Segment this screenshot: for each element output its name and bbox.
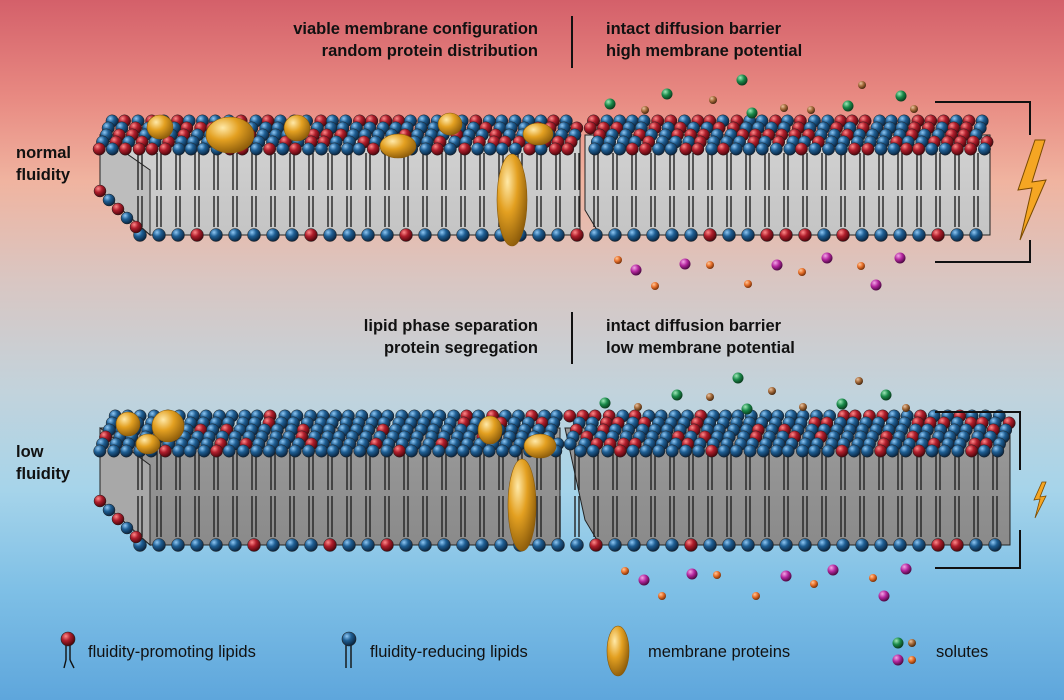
low-right-caption: intact diffusion barrier low membrane po…: [606, 315, 795, 359]
normal-membrane-slab: [92, 112, 994, 247]
normal-right-line2: high membrane potential: [606, 42, 803, 60]
normal-left-line2: random protein distribution: [321, 42, 538, 60]
caption-divider-top: [571, 16, 573, 68]
solute-particles: [599, 74, 918, 602]
membrane-potential-bracket-low: [935, 411, 1021, 569]
legend-promoting-lipid-icon: [60, 631, 76, 669]
legend-reducing-label: fluidity-reducing lipids: [370, 643, 528, 661]
lightning-icon-small: [1033, 481, 1047, 519]
legend-protein-icon: [606, 625, 630, 677]
normal-left-line1: viable membrane configuration: [293, 20, 538, 38]
legend-solutes-label: solutes: [936, 643, 989, 661]
low-right-line2: low membrane potential: [606, 339, 795, 357]
legend-promoting-label: fluidity-promoting lipids: [88, 643, 256, 661]
normal-right-caption: intact diffusion barrier high membrane p…: [606, 18, 802, 62]
low-label-line2: fluidity: [16, 465, 71, 483]
low-left-line2: protein segregation: [383, 339, 538, 357]
normal-label-line1: normal: [16, 144, 72, 162]
low-left-line1: lipid phase separation: [363, 317, 538, 335]
low-left-caption: lipid phase separation protein segregati…: [364, 315, 538, 359]
low-right-line1: intact diffusion barrier: [606, 317, 782, 335]
legend-reducing-lipid-icon: [341, 631, 357, 668]
lightning-icon-large: [1017, 139, 1047, 241]
low-label-line1: low: [16, 443, 44, 461]
low-fluidity-label: low fluidity: [16, 441, 70, 485]
legend-proteins-label: membrane proteins: [648, 643, 791, 661]
membrane-potential-bracket-top: [935, 101, 1031, 263]
low-membrane-slab: [93, 409, 1016, 552]
normal-left-caption: viable membrane configuration random pro…: [293, 18, 538, 62]
caption-divider-low: [571, 312, 573, 364]
normal-fluidity-label: normal fluidity: [16, 142, 71, 186]
normal-right-line1: intact diffusion barrier: [606, 20, 782, 38]
legend-solutes-icon: [892, 637, 916, 666]
normal-label-line2: fluidity: [16, 166, 71, 184]
